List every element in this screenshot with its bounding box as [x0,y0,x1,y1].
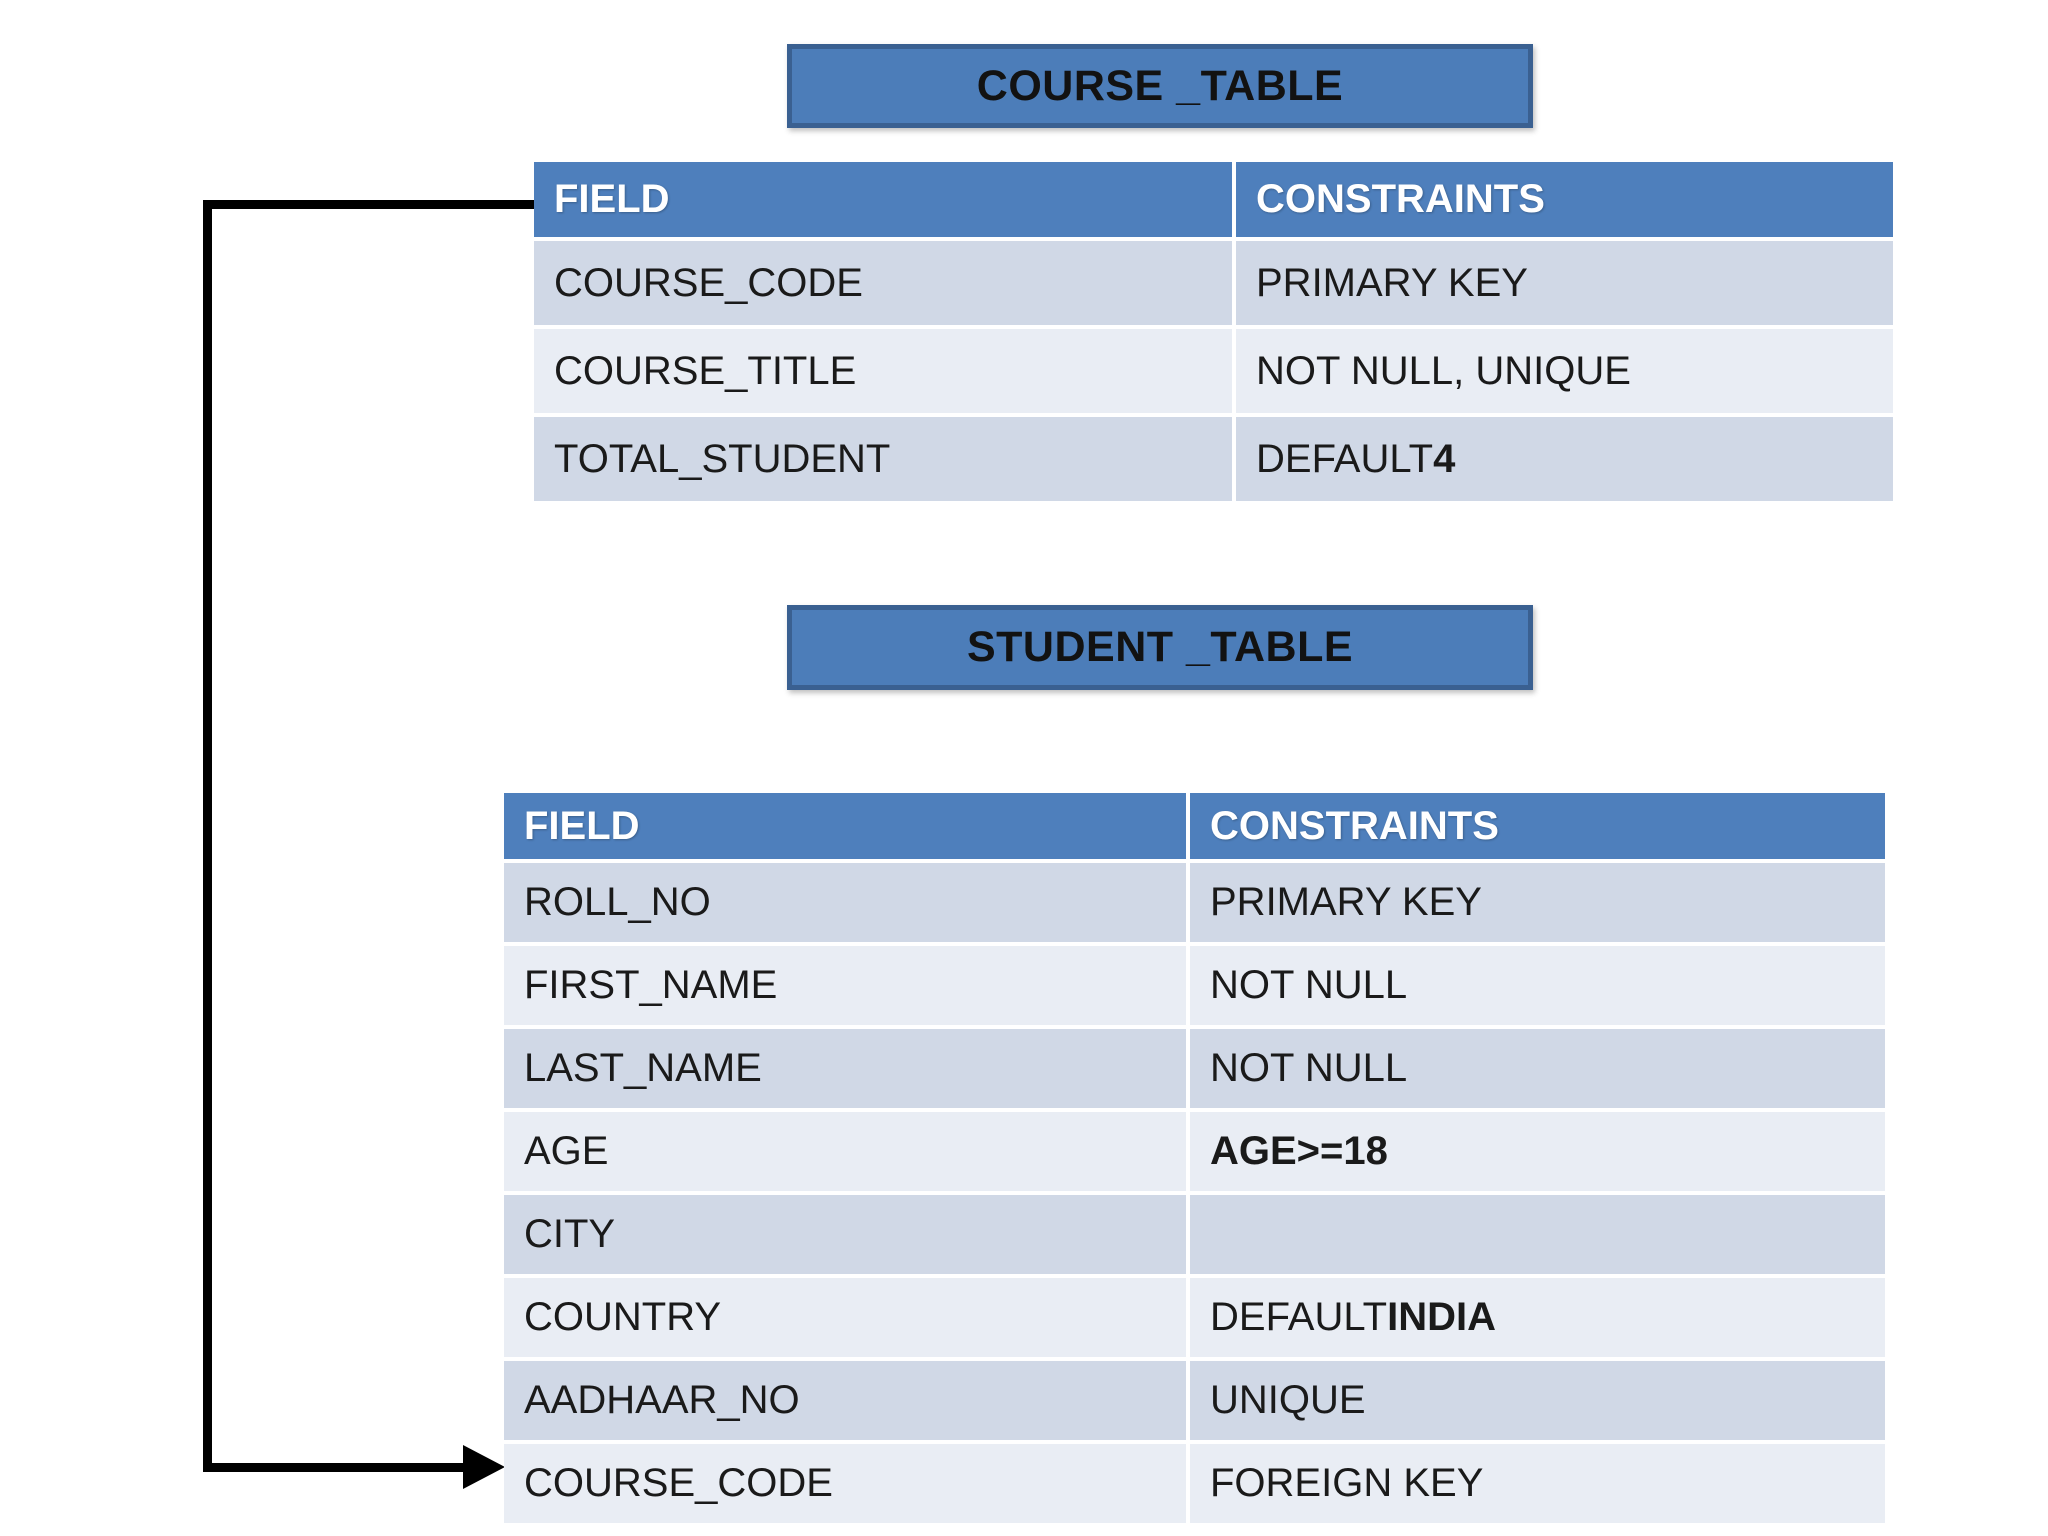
field-cell: AGE [504,1112,1186,1191]
constraint-text: NOT NULL [1210,963,1408,1007]
constraint-cell: NOT NULL, UNIQUE [1236,329,1893,413]
constraint-cell: AGE>=18 [1190,1112,1885,1191]
fk-connector-vertical-segment [203,200,212,1472]
constraint-cell: FOREIGN KEY [1190,1444,1885,1523]
table-row: AGE AGE>=18 [504,1112,1885,1191]
constraint-text: PRIMARY KEY [1210,880,1482,924]
constraint-cell: UNIQUE [1190,1361,1885,1440]
field-cell: COURSE_CODE [504,1444,1186,1523]
constraint-bold-text: AGE>=18 [1210,1129,1388,1173]
field-cell: ROLL_NO [504,863,1186,942]
course-table-title-label: COURSE _TABLE [976,61,1344,110]
column-header-field: FIELD [534,162,1232,237]
constraint-bold-text: INDIA [1387,1295,1496,1339]
table-row: LAST_NAME NOT NULL [504,1029,1885,1108]
constraint-cell: PRIMARY KEY [1236,241,1893,325]
table-row: COURSE_CODE FOREIGN KEY [504,1444,1885,1523]
constraint-text: DEFAULT [1256,436,1434,481]
table-row: AADHAAR_NO UNIQUE [504,1361,1885,1440]
constraint-text: UNIQUE [1210,1378,1366,1422]
field-cell: TOTAL_STUDENT [534,417,1232,501]
constraint-bold-text: 4 [1433,436,1456,481]
constraint-cell: PRIMARY KEY [1190,863,1885,942]
field-cell: CITY [504,1195,1186,1274]
constraint-cell: NOT NULL [1190,1029,1885,1108]
constraint-cell: NOT NULL [1190,946,1885,1025]
constraint-cell: DEFAULT INDIA [1190,1278,1885,1357]
field-cell: COURSE_CODE [534,241,1232,325]
constraint-text: DEFAULT [1210,1295,1388,1339]
table-row: ROLL_NO PRIMARY KEY [504,863,1885,942]
field-cell: LAST_NAME [504,1029,1186,1108]
field-cell: AADHAAR_NO [504,1361,1186,1440]
constraint-text: FOREIGN KEY [1210,1461,1484,1505]
constraint-text: NOT NULL [1210,1046,1408,1090]
student-table-title: STUDENT _TABLE [787,605,1533,690]
field-cell: FIRST_NAME [504,946,1186,1025]
column-header-field: FIELD [504,793,1186,859]
table-row: CITY [504,1195,1885,1274]
field-cell: COUNTRY [504,1278,1186,1357]
course-table-title: COURSE _TABLE [787,44,1533,128]
fk-connector-top-segment [203,200,537,209]
constraint-text: NOT NULL, UNIQUE [1256,348,1631,393]
fk-connector-bottom-segment [203,1463,465,1472]
student-table-title-label: STUDENT _TABLE [966,623,1354,671]
column-header-constraints: CONSTRAINTS [1236,162,1893,237]
table-row: COURSE_CODE PRIMARY KEY [534,241,1893,325]
table-row: FIRST_NAME NOT NULL [504,946,1885,1025]
column-header-constraints: CONSTRAINTS [1190,793,1885,859]
fk-arrow-icon [463,1445,505,1489]
constraint-cell [1190,1195,1885,1274]
constraint-text: PRIMARY KEY [1256,260,1528,305]
table-row: COURSE_TITLE NOT NULL, UNIQUE [534,329,1893,413]
constraint-cell: DEFAULT 4 [1236,417,1893,501]
field-cell: COURSE_TITLE [534,329,1232,413]
